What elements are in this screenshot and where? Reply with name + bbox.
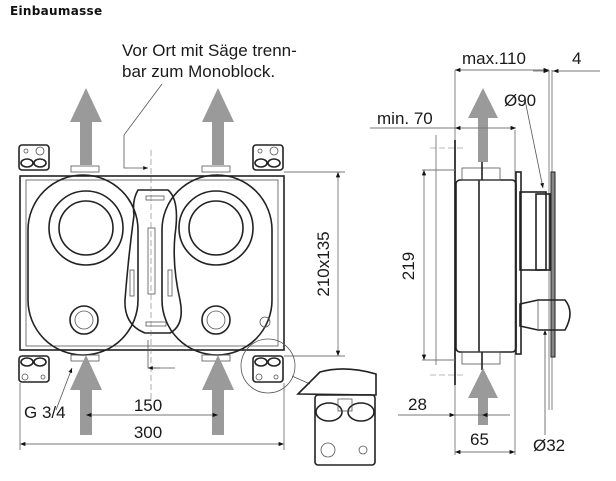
flow-arrow-in-right	[202, 355, 234, 435]
dim-label-65: 65	[470, 430, 489, 449]
front-view	[18, 83, 377, 466]
dim-label-210x135: 210x135	[314, 231, 333, 296]
dia-label-90: Ø90	[504, 91, 536, 110]
dim-label-4: 4	[572, 49, 581, 68]
side-view	[370, 67, 600, 455]
dim-label-150: 150	[134, 396, 162, 415]
flow-arrow-in-left	[70, 355, 102, 435]
bracket-top-left	[18, 144, 50, 171]
left-valve-body	[27, 174, 139, 356]
note-leader	[123, 83, 163, 170]
flow-arrow-side-in	[468, 368, 498, 425]
bracket-bottom-right	[252, 355, 284, 383]
dim-label-min70: min. 70	[377, 109, 433, 128]
side-body	[455, 179, 517, 353]
bracket-bottom-left	[18, 355, 50, 383]
right-valve-body	[161, 174, 273, 356]
note-line-2: bar zum Monoblock.	[122, 62, 275, 81]
leader-d90	[524, 99, 544, 189]
flow-arrow-up-left	[70, 88, 102, 165]
bracket-top-right	[252, 144, 284, 171]
dim-label-28: 28	[408, 395, 427, 414]
dia-label-32: Ø32	[533, 436, 565, 455]
dim-label-300: 300	[134, 423, 162, 442]
page-title: Einbaumasse	[10, 4, 103, 18]
cover-plate	[515, 171, 522, 355]
bracket-detail-zoom	[296, 368, 377, 466]
flow-arrow-side-up	[468, 88, 498, 162]
mounting-frame	[19, 175, 285, 351]
monoblock	[124, 189, 183, 334]
handle-knob	[519, 299, 571, 331]
detail-circle	[240, 338, 296, 394]
dim-label-max110: max.110	[462, 49, 526, 68]
note-line-1: Vor Ort mit Säge trenn-	[122, 41, 297, 60]
dim-label-219: 219	[399, 252, 418, 280]
flow-arrow-up-right	[202, 88, 234, 165]
thread-label: G 3/4	[24, 403, 66, 422]
